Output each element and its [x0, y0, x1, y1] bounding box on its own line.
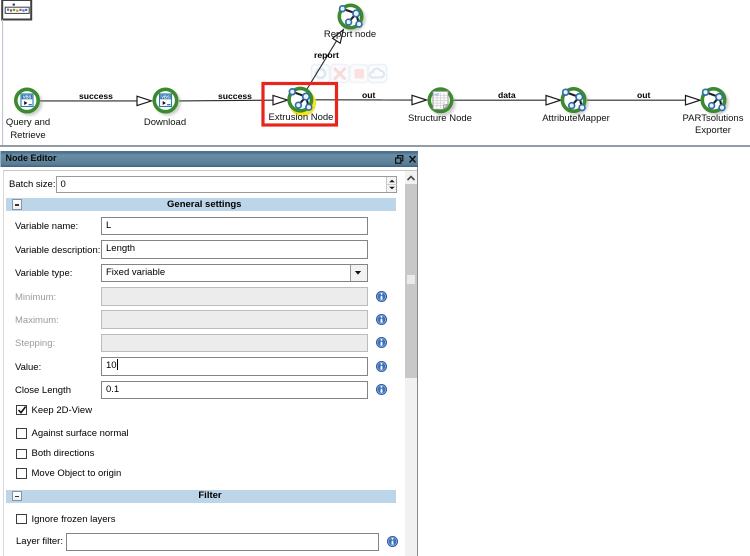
svg-text:VBS: VBS: [161, 95, 170, 100]
svg-text:VBS: VBS: [23, 95, 32, 100]
